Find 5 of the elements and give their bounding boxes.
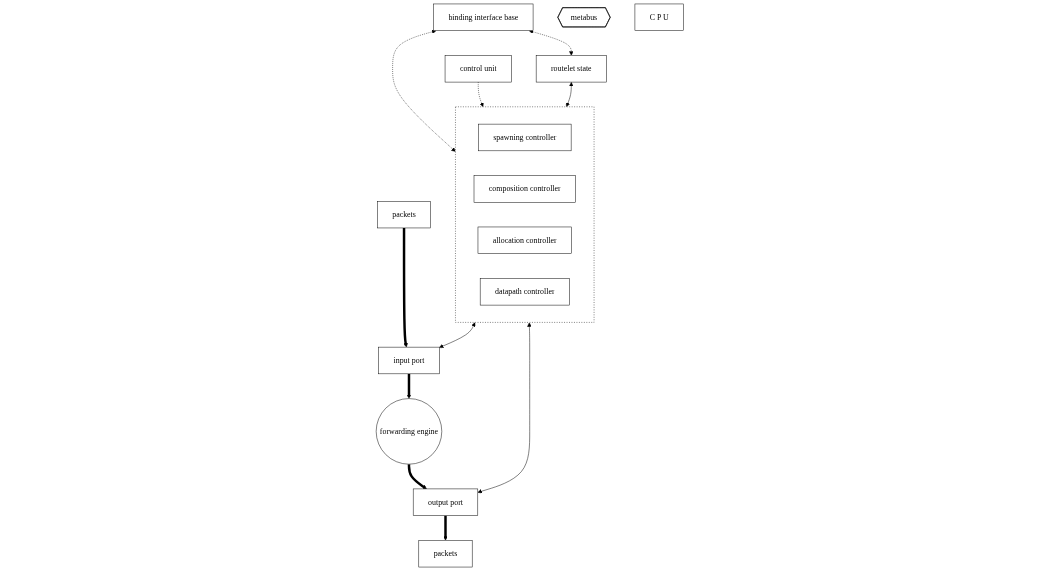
arrow (443, 515, 448, 541)
arrow (407, 464, 427, 490)
arrow (406, 373, 412, 399)
cluster (455, 106, 595, 323)
arrow (402, 227, 408, 348)
